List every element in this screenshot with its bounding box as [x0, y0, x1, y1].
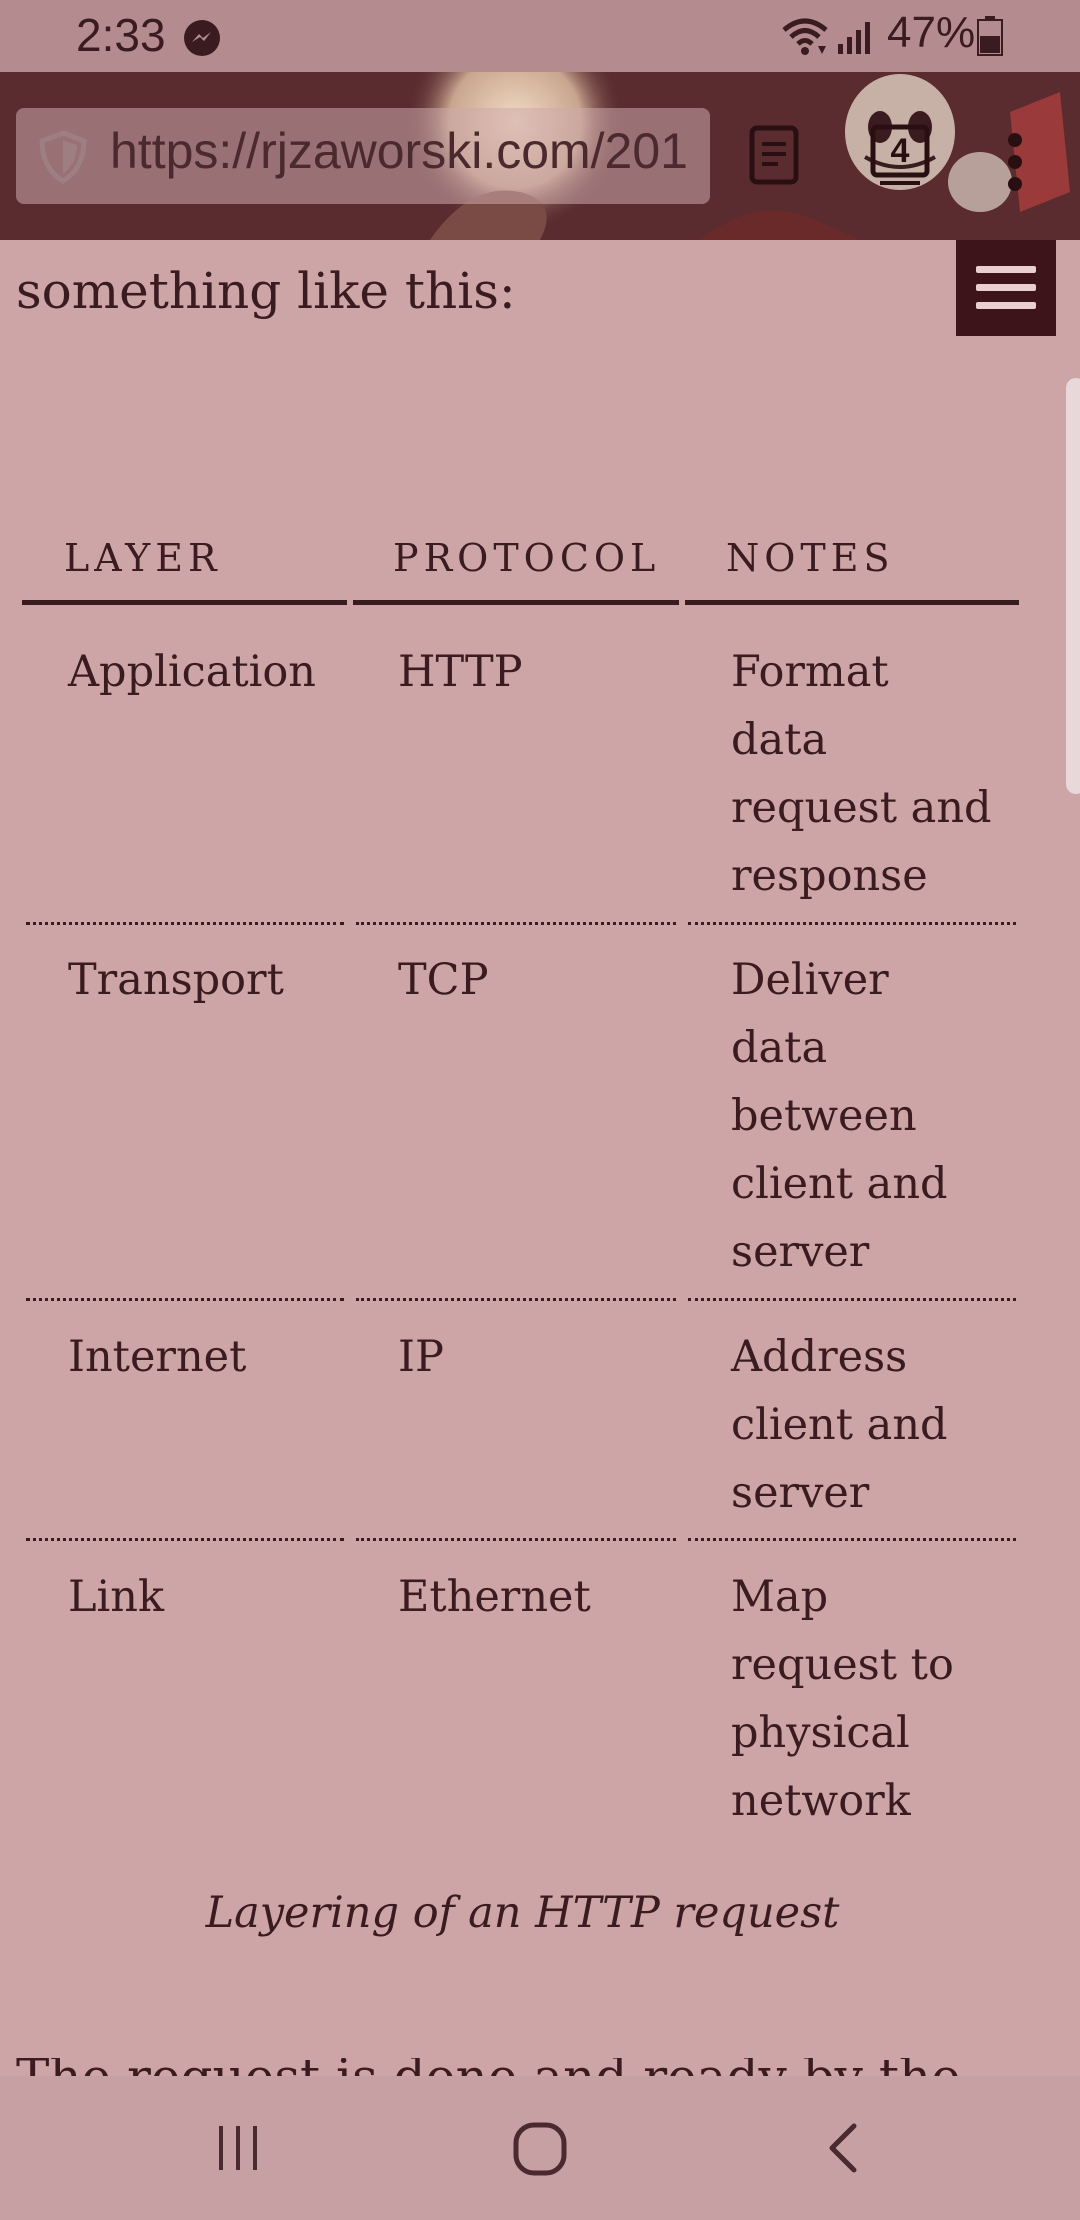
- cell-protocol: HTTP: [398, 647, 523, 697]
- intro-text: something like this:: [16, 262, 516, 320]
- header-underline: [353, 600, 679, 605]
- cell-notes: Deliver data between client and server: [731, 955, 948, 1277]
- row-divider: [688, 922, 1016, 925]
- table-header-layer: LAYER: [64, 536, 222, 580]
- tabs-button[interactable]: 4: [870, 124, 930, 186]
- table-header-notes: NOTES: [726, 536, 895, 580]
- cell-layer: Transport: [68, 955, 284, 1005]
- row-divider: [356, 1538, 676, 1541]
- home-icon[interactable]: [511, 2120, 569, 2178]
- back-icon[interactable]: [822, 2120, 862, 2176]
- cell-layer: Link: [68, 1572, 165, 1622]
- battery-icon: [977, 16, 1003, 56]
- shield-icon: [39, 130, 87, 184]
- table-caption: Layering of an HTTP request: [205, 1888, 840, 1938]
- tabs-icon: [870, 124, 930, 185]
- overflow-menu-icon[interactable]: [1000, 130, 1030, 194]
- hamburger-icon: [976, 266, 1036, 273]
- header-underline: [685, 600, 1019, 605]
- row-divider: [26, 1298, 344, 1301]
- status-time: 2:33: [76, 9, 166, 61]
- row-divider: [688, 1538, 1016, 1541]
- cell-protocol: IP: [398, 1332, 444, 1382]
- cell-protocol: Ethernet: [398, 1572, 591, 1622]
- next-paragraph-partial: The request is done and ready by the: [16, 2058, 1056, 2076]
- cell-notes: Address client and server: [731, 1332, 948, 1518]
- row-divider: [26, 922, 344, 925]
- system-navigation-bar: [0, 2076, 1080, 2220]
- cell-layer: Application: [68, 647, 316, 697]
- wifi-icon: [782, 18, 828, 55]
- cell-layer: Internet: [68, 1332, 247, 1382]
- url-bar[interactable]: https://rjzaworski.com/201: [16, 108, 710, 204]
- row-divider: [356, 1298, 676, 1301]
- recent-apps-icon[interactable]: [213, 2120, 263, 2176]
- cell-protocol: TCP: [398, 955, 489, 1005]
- scrollbar-thumb[interactable]: [1066, 378, 1080, 794]
- row-divider: [356, 922, 676, 925]
- url-text: https://rjzaworski.com/201: [110, 123, 688, 179]
- cell-notes: Map request to physical network: [731, 1572, 954, 1826]
- header-underline: [22, 600, 347, 605]
- row-divider: [26, 1538, 344, 1541]
- cell-notes: Format data request and response: [731, 647, 992, 901]
- site-menu-button[interactable]: [956, 240, 1056, 336]
- signal-icon: [838, 22, 870, 54]
- row-divider: [688, 1298, 1016, 1301]
- status-bar: 2:33 47%: [0, 0, 1080, 72]
- table-header-protocol: PROTOCOL: [393, 536, 661, 580]
- messenger-icon: [184, 20, 220, 56]
- battery-percentage: 47%: [887, 8, 976, 57]
- browser-toolbar: https://rjzaworski.com/201 4: [0, 72, 1080, 240]
- reader-mode-icon[interactable]: [748, 124, 800, 186]
- tab-count: 4: [890, 132, 910, 170]
